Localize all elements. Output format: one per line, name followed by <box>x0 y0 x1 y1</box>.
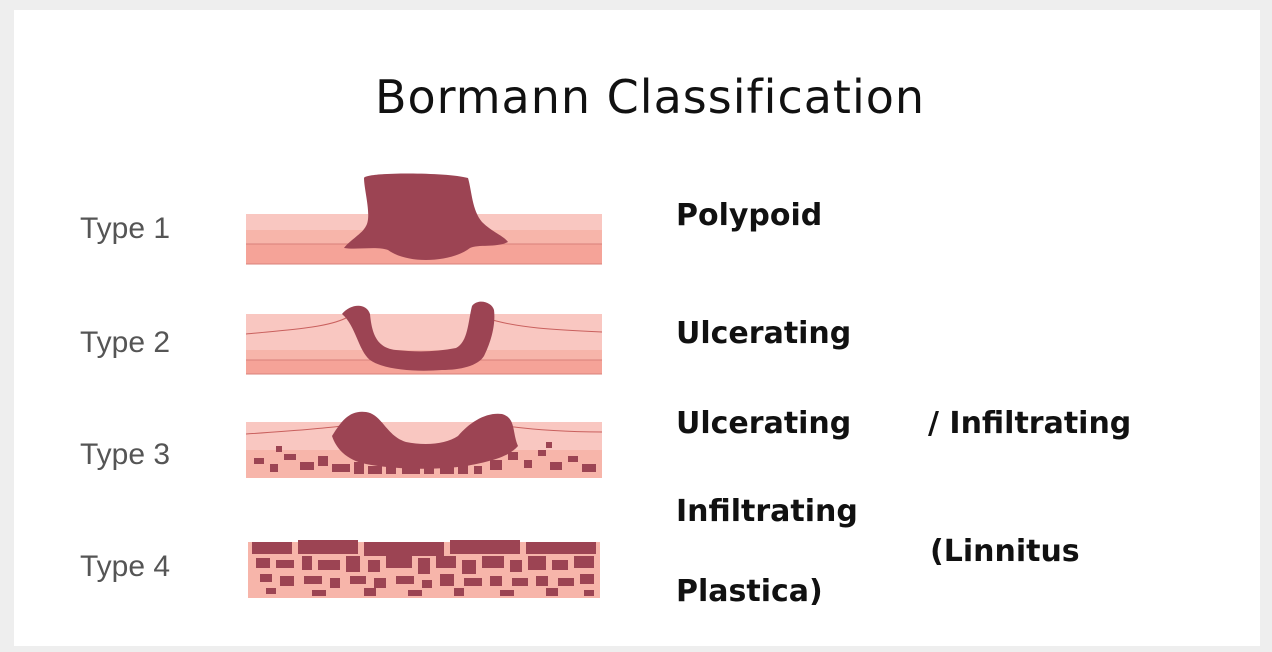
type-1-label: Type 1 <box>80 212 170 246</box>
type-2-diagram <box>246 296 606 386</box>
type-3-description: Ulcerating <box>676 406 851 441</box>
type-1-diagram <box>246 170 606 270</box>
type-2-label: Type 2 <box>80 326 170 360</box>
type-4-diagram <box>246 536 606 606</box>
type-2-description: Ulcerating <box>676 316 851 351</box>
type-3-label: Type 3 <box>80 438 170 472</box>
type-4-description-2: (Linnitus <box>930 534 1080 569</box>
type-4-description-3: Plastica) <box>676 574 823 609</box>
slide: Bormann Classification Type 1 Polypoid T… <box>14 10 1260 646</box>
type-3-diagram <box>246 406 606 486</box>
type-1-description: Polypoid <box>676 198 822 233</box>
type-4-description: Infiltrating <box>676 494 858 529</box>
slide-title: Bormann Classification <box>0 70 1272 124</box>
mucosa-layer <box>246 314 602 350</box>
type-4-label: Type 4 <box>80 550 170 584</box>
type-3-description-2: / Infiltrating <box>928 406 1131 441</box>
